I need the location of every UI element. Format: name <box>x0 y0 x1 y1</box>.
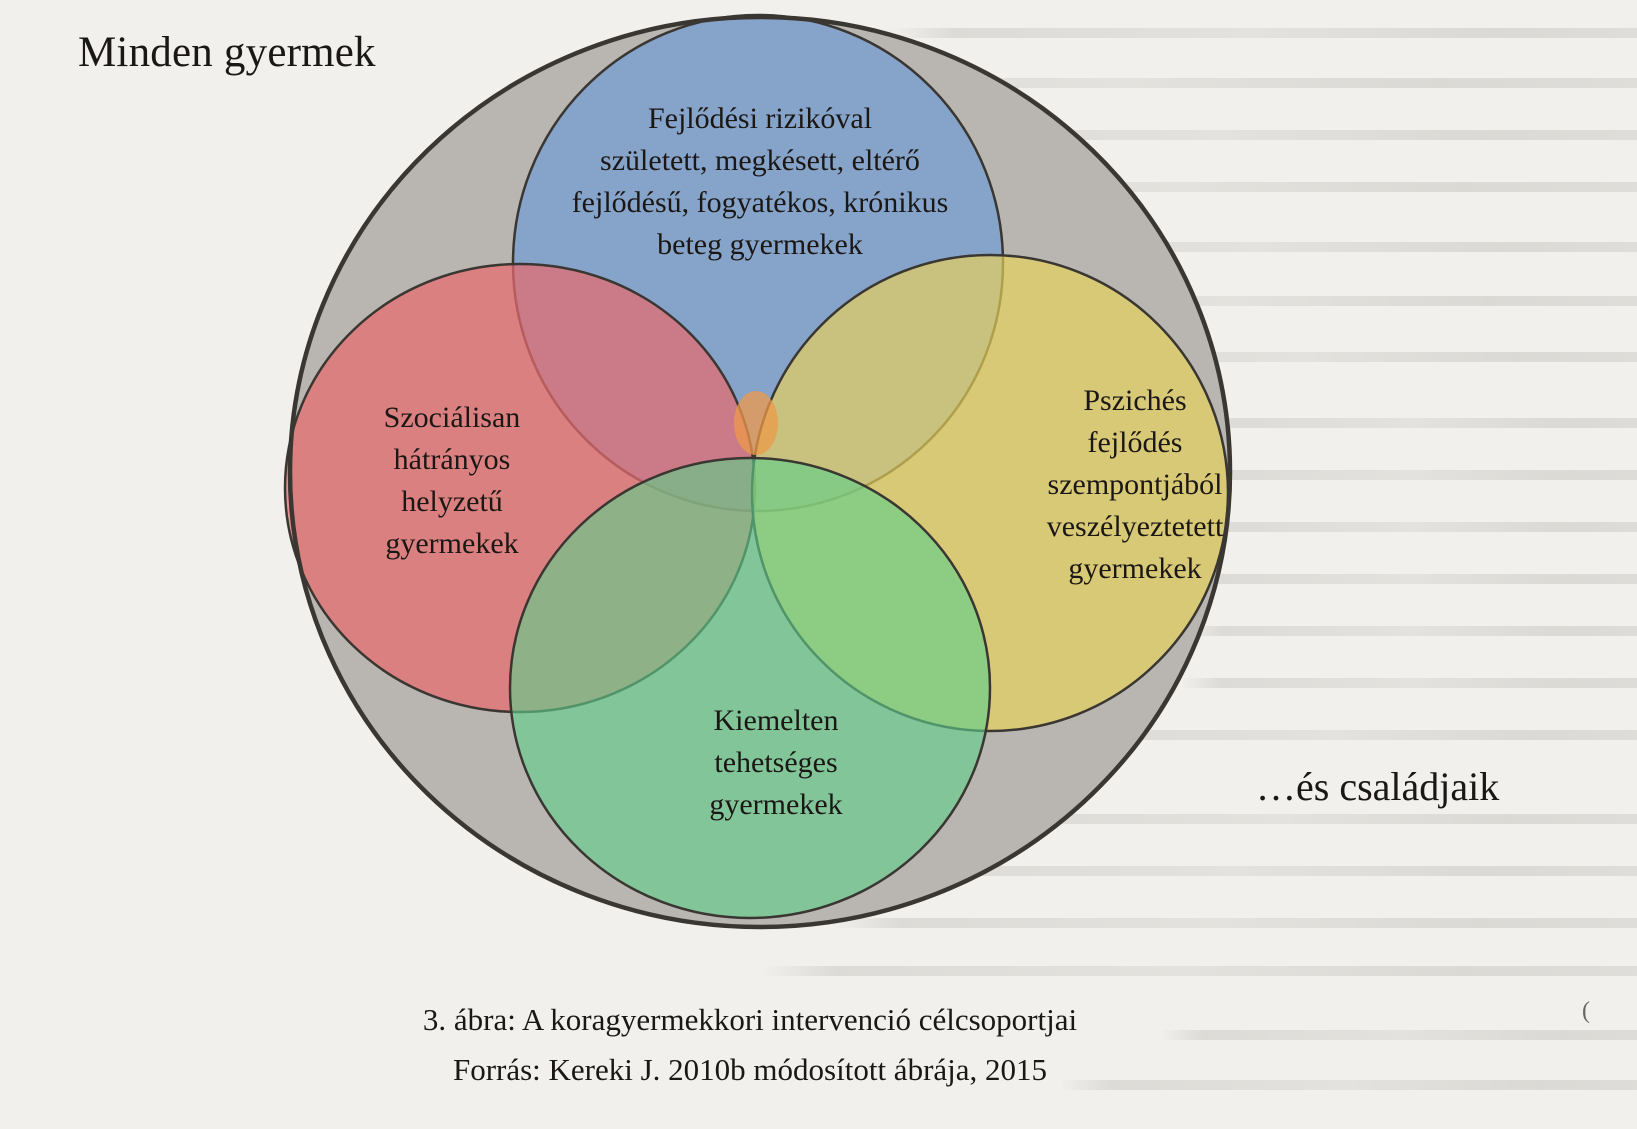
label-socially-disadvantaged: Szociálisan hátrányos helyzetű gyermekek <box>302 397 602 565</box>
label-line: gyermekek <box>1068 552 1202 585</box>
label-developmental-risk: Fejlődési rizikóval született, megkésett… <box>480 98 1040 266</box>
label-line: veszélyeztetett <box>1046 510 1224 543</box>
label-line: beteg gyermekek <box>657 228 863 261</box>
label-line: hátrányos <box>393 443 511 476</box>
circle-gifted <box>508 456 992 920</box>
label-line: tehetséges <box>714 746 838 779</box>
label-line: született, megkésett, eltérő <box>600 144 920 177</box>
diagram-title: Minden gyermek <box>78 29 376 76</box>
outer-circle-outline <box>287 14 1233 930</box>
center-overlap-highlight <box>734 391 778 455</box>
label-line: szempontjából <box>1047 468 1223 501</box>
label-line: gyermekek <box>385 527 519 560</box>
label-line: fejlődés <box>1087 426 1183 459</box>
page-edge-mark: ( <box>1582 998 1590 1024</box>
label-line: fejlődésű, fogyatékos, krónikus <box>571 186 949 219</box>
label-psychologically-endangered: Pszichés fejlődés szempontjából veszélye… <box>1005 380 1265 590</box>
label-line: helyzetű <box>401 485 503 518</box>
families-label: …és családjaik <box>1256 764 1500 809</box>
label-line: gyermekek <box>709 788 843 821</box>
label-line: Szociálisan <box>383 401 521 434</box>
label-line: Pszichés <box>1083 384 1187 417</box>
label-line: Fejlődési rizikóval <box>647 102 873 135</box>
overlapping-circles <box>283 13 1230 920</box>
figure-caption: 3. ábra: A koragyermekkori intervenció c… <box>422 1002 1078 1037</box>
label-line: Kiemelten <box>713 704 839 737</box>
figure-source: Forrás: Kereki J. 2010b módosított ábráj… <box>452 1052 1048 1087</box>
label-gifted: Kiemelten tehetséges gyermekek <box>626 700 926 826</box>
